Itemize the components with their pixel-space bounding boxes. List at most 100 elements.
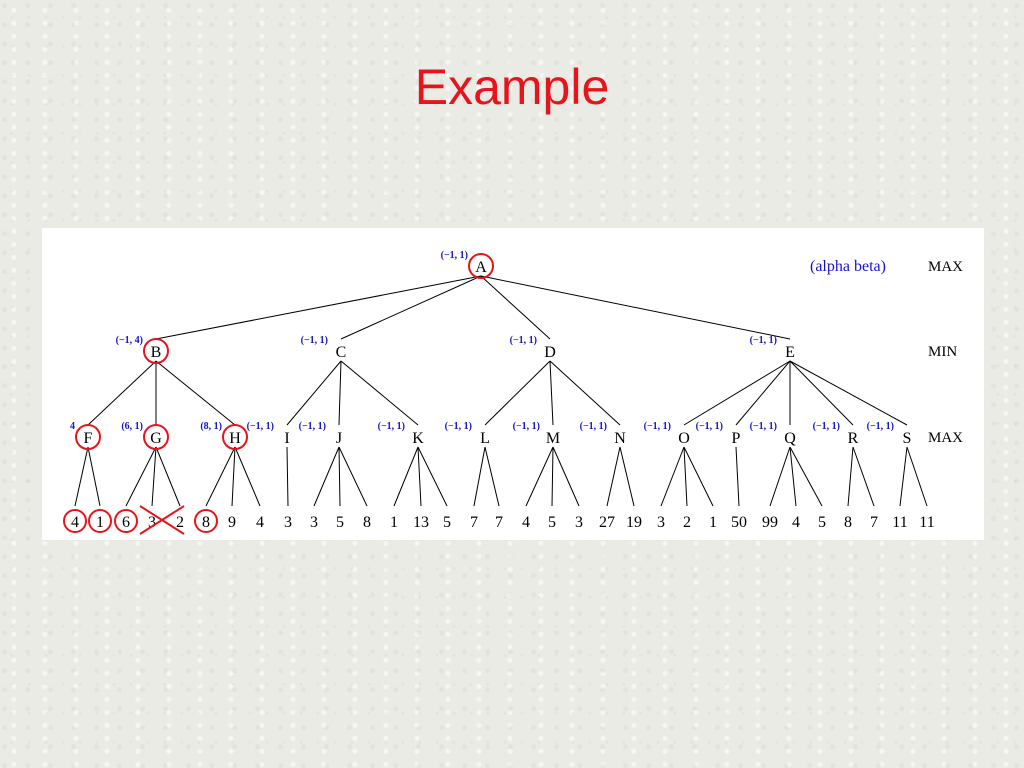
leaf-2-highlight-circle xyxy=(88,509,112,533)
node-b-annotation: (−1, 4) xyxy=(116,335,143,346)
game-tree-diagram: (alpha beta) MAX MIN MAX A(−1, 1)B(−1, 4… xyxy=(63,250,963,535)
leaf-7-value: 9 xyxy=(228,514,236,531)
node-d-annotation: (−1, 1) xyxy=(510,335,537,346)
edge-f-leaf-1 xyxy=(74,446,89,507)
leaf-1-highlight-circle xyxy=(63,509,87,533)
edge-k-leaf-15 xyxy=(417,446,448,507)
node-k-label: K xyxy=(412,430,424,447)
level-label-max-root: MAX xyxy=(928,259,963,275)
edge-r-leaf-30 xyxy=(847,446,854,507)
leaf-29-value: 5 xyxy=(818,514,826,531)
node-o-annotation: (−1, 1) xyxy=(644,421,671,432)
leaf-28-value: 4 xyxy=(792,514,800,531)
edge-m-leaf-18 xyxy=(525,446,554,507)
leaf-1-value: 4 xyxy=(71,514,79,531)
leaf-16-value: 7 xyxy=(470,514,478,531)
leaf-31-value: 7 xyxy=(870,514,878,531)
node-p-label: P xyxy=(732,430,741,447)
edge-g-leaf-4 xyxy=(151,446,157,507)
leaf-25-value: 1 xyxy=(709,514,717,531)
edge-c-i xyxy=(286,360,342,426)
edge-m-leaf-20 xyxy=(552,446,580,507)
edge-e-o xyxy=(683,360,791,426)
legend-alpha-beta: (alpha beta) xyxy=(810,258,886,275)
edge-j-leaf-11 xyxy=(338,446,341,507)
edge-m-leaf-19 xyxy=(551,446,554,507)
edge-n-leaf-21 xyxy=(606,446,621,507)
leaf-4-value: 3 xyxy=(148,514,156,531)
leaf-30-value: 8 xyxy=(844,514,852,531)
game-tree-panel: (alpha beta) MAX MIN MAX A(−1, 1)B(−1, 4… xyxy=(42,228,984,540)
edge-j-leaf-12 xyxy=(338,446,368,507)
node-f-label: F xyxy=(84,430,93,447)
leaf-8-value: 4 xyxy=(256,514,264,531)
leaf-23-value: 3 xyxy=(657,514,665,531)
node-q-annotation: (−1, 1) xyxy=(750,421,777,432)
leaf-33-value: 11 xyxy=(919,514,934,531)
edge-g-leaf-5 xyxy=(155,446,181,507)
leaf-3-value: 6 xyxy=(122,514,130,531)
leaf-32-value: 11 xyxy=(892,514,907,531)
edge-o-leaf-24 xyxy=(683,446,688,507)
edge-a-d xyxy=(480,275,551,340)
node-j-annotation: (−1, 1) xyxy=(299,421,326,432)
node-l-label: L xyxy=(480,430,490,447)
leaf-19-value: 5 xyxy=(548,514,556,531)
leaf-21-value: 27 xyxy=(599,514,615,531)
edge-s-leaf-33 xyxy=(906,446,928,507)
node-k-annotation: (−1, 1) xyxy=(378,421,405,432)
node-m-label: M xyxy=(546,430,560,447)
node-d-label: D xyxy=(544,344,556,361)
node-g-annotation: (6, 1) xyxy=(121,421,143,432)
node-f-highlight-circle xyxy=(75,424,101,450)
leaf-18-value: 4 xyxy=(522,514,530,531)
node-r-label: R xyxy=(848,430,859,447)
node-i-annotation: (−1, 1) xyxy=(247,421,274,432)
edge-d-n xyxy=(549,360,621,426)
node-i-label: I xyxy=(284,430,289,447)
node-c-label: C xyxy=(336,344,347,361)
edge-q-leaf-28 xyxy=(789,446,797,507)
leaf-6-value: 8 xyxy=(202,514,210,531)
edge-d-l xyxy=(484,360,551,426)
edge-i-leaf-9 xyxy=(286,446,289,507)
node-e-annotation: (−1, 1) xyxy=(750,335,777,346)
edge-l-leaf-16 xyxy=(473,446,486,507)
node-l-annotation: (−1, 1) xyxy=(445,421,472,432)
node-s-annotation: (−1, 1) xyxy=(867,421,894,432)
edge-k-leaf-14 xyxy=(417,446,422,507)
node-f-annotation: 4 xyxy=(70,421,75,432)
edge-c-j xyxy=(338,360,342,426)
leaf-10-value: 3 xyxy=(310,514,318,531)
node-r-annotation: (−1, 1) xyxy=(813,421,840,432)
edge-q-leaf-27 xyxy=(769,446,791,507)
edge-b-h xyxy=(155,360,236,426)
edge-r-leaf-31 xyxy=(852,446,875,507)
edge-e-p xyxy=(735,360,791,426)
leaf-27-value: 99 xyxy=(762,514,778,531)
edge-b-f xyxy=(87,360,157,426)
prune-cross-stroke-2 xyxy=(139,505,185,535)
node-q-label: Q xyxy=(784,430,796,447)
node-a-highlight-circle xyxy=(468,253,494,279)
leaf-26-value: 50 xyxy=(731,514,747,531)
node-a-label: A xyxy=(475,259,487,276)
node-p-annotation: (−1, 1) xyxy=(696,421,723,432)
node-s-label: S xyxy=(903,430,912,447)
leaf-20-value: 3 xyxy=(575,514,583,531)
node-a-annotation: (−1, 1) xyxy=(441,250,468,261)
node-b-label: B xyxy=(151,344,162,361)
slide-title: Example xyxy=(414,59,610,115)
leaf-17-value: 7 xyxy=(495,514,503,531)
node-m-annotation: (−1, 1) xyxy=(513,421,540,432)
node-n-annotation: (−1, 1) xyxy=(580,421,607,432)
level-label-min: MIN xyxy=(928,344,957,360)
leaf-9-value: 3 xyxy=(284,514,292,531)
leaf-12-value: 8 xyxy=(363,514,371,531)
node-h-annotation: (8, 1) xyxy=(200,421,222,432)
edge-a-e xyxy=(480,275,791,340)
edge-e-r xyxy=(789,360,854,426)
edge-o-leaf-25 xyxy=(683,446,714,507)
leaf-3-highlight-circle xyxy=(114,509,138,533)
leaf-15-value: 5 xyxy=(443,514,451,531)
